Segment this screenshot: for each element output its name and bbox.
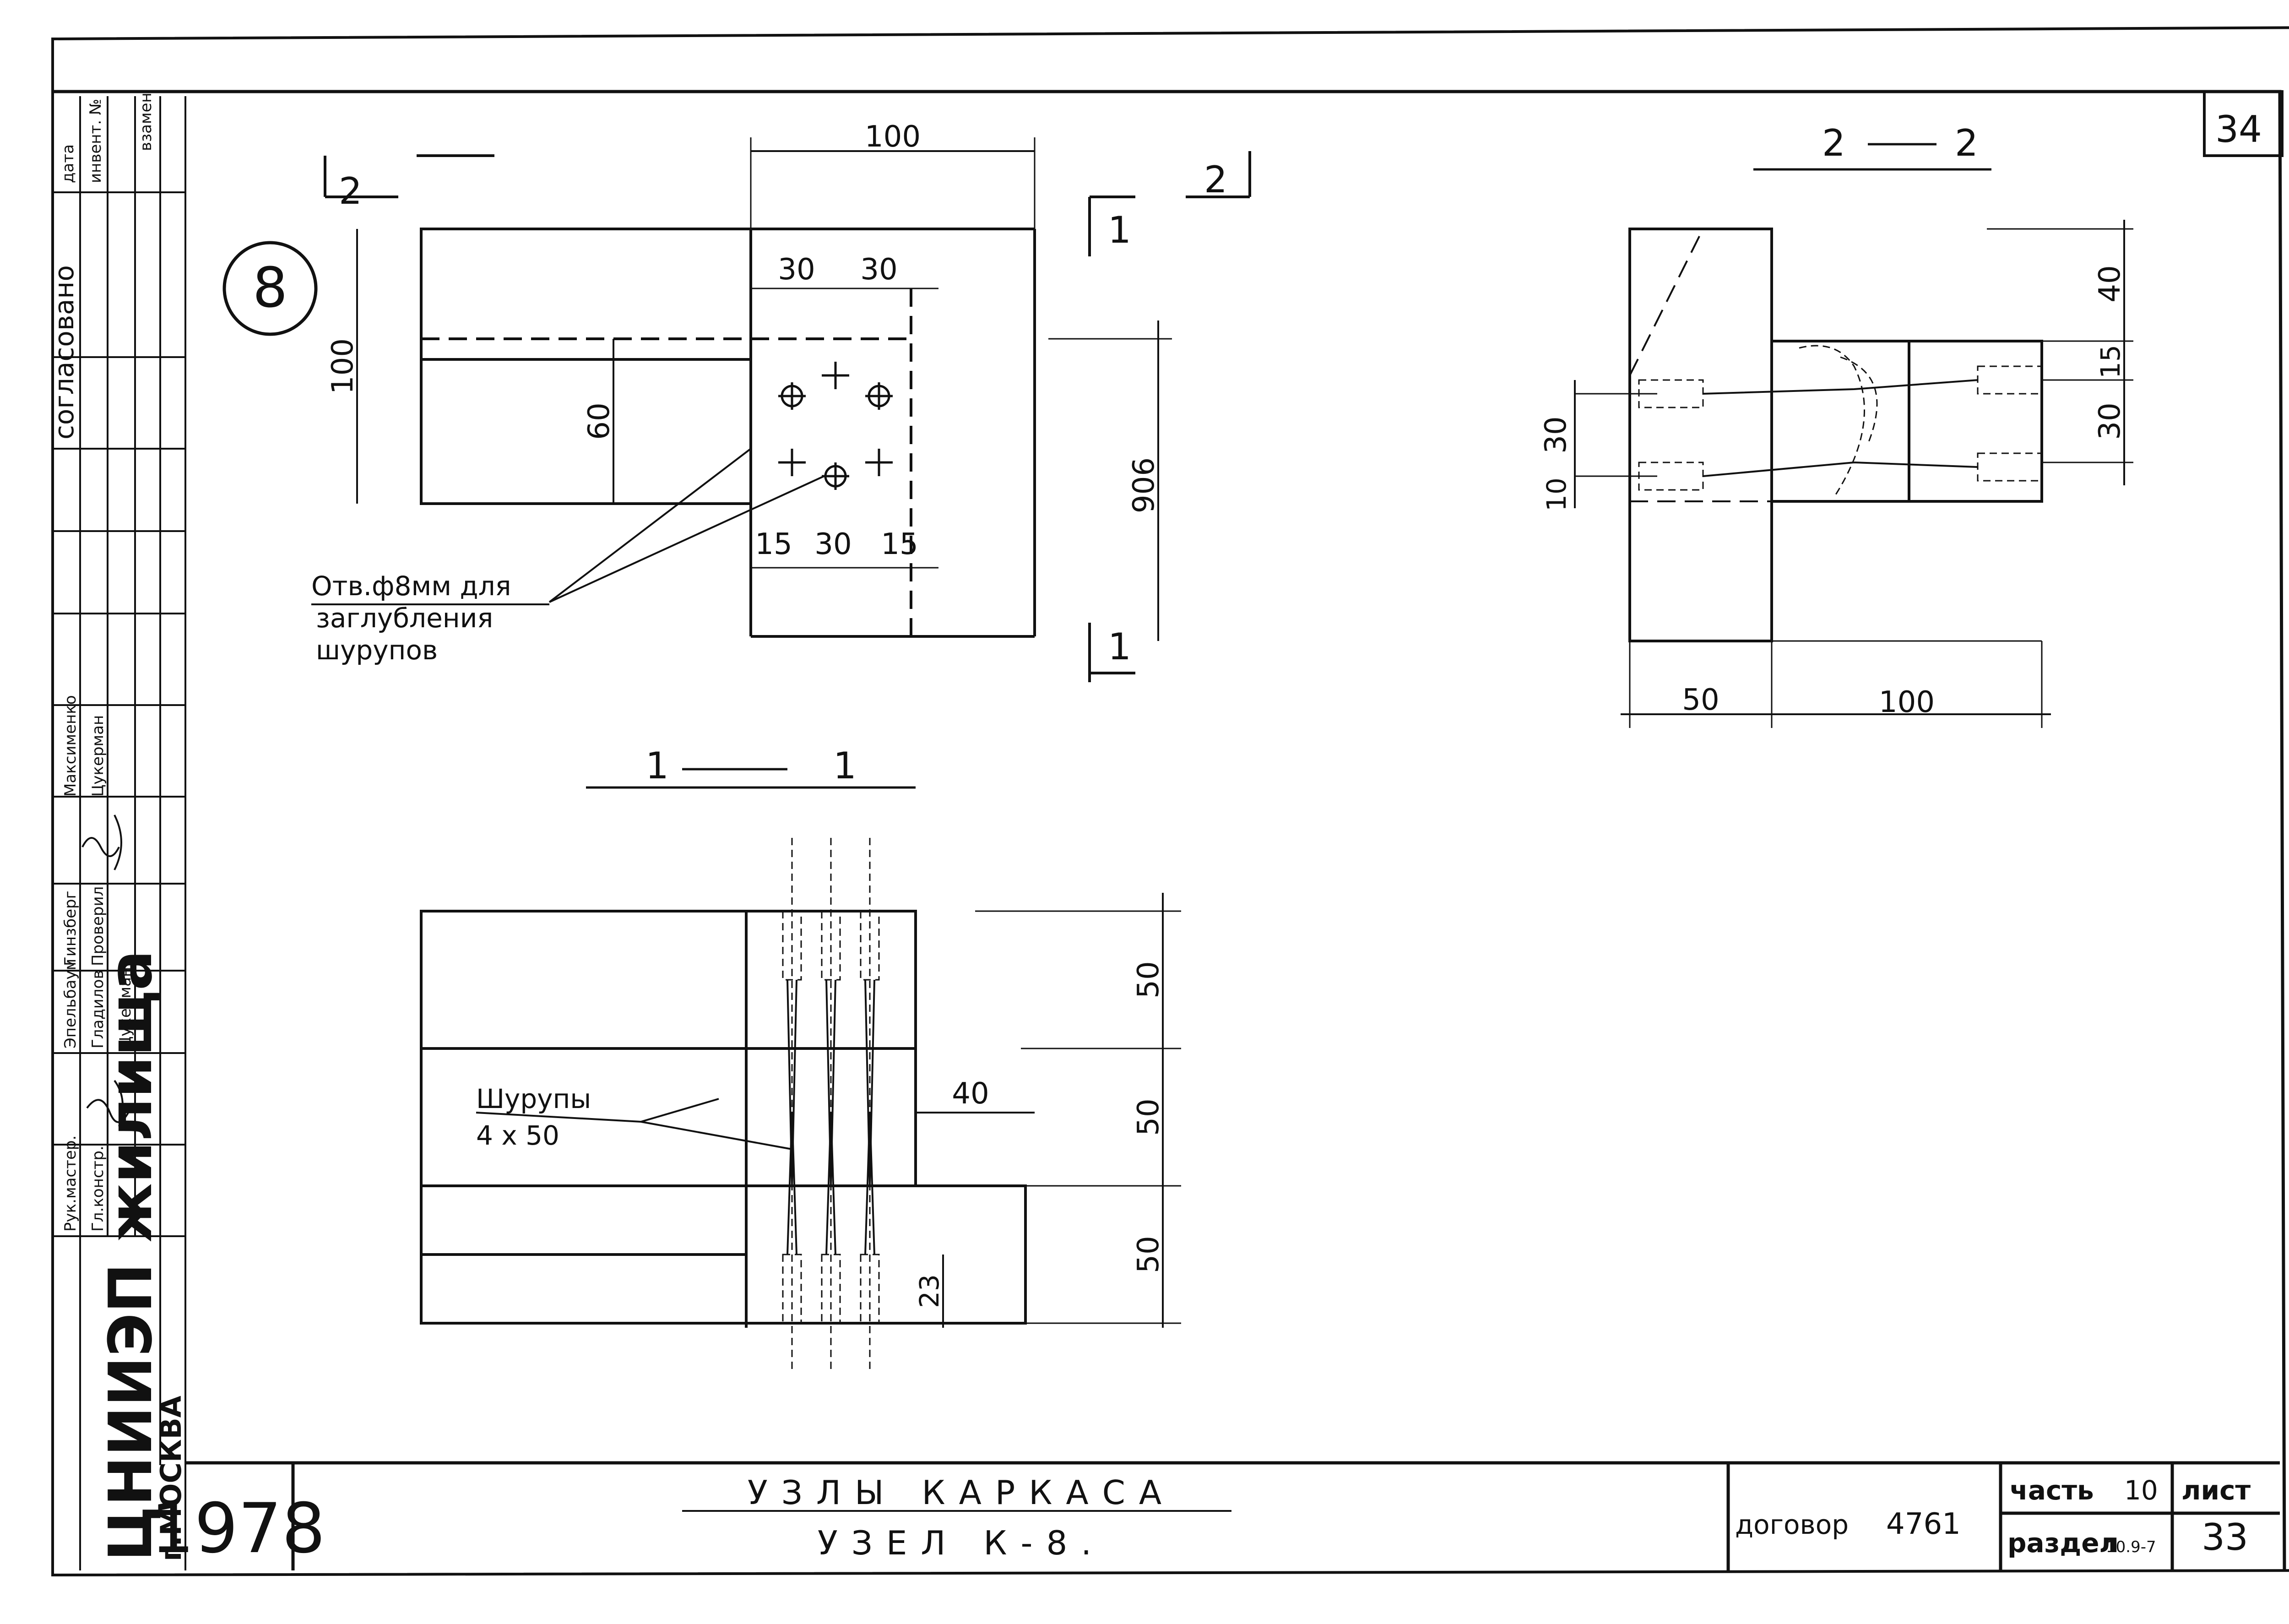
year: 1978 bbox=[151, 1489, 325, 1569]
page-number: 34 bbox=[2215, 108, 2262, 151]
node-mark: 8 bbox=[253, 256, 287, 320]
section-number: 10.9-7 bbox=[2106, 1538, 2156, 1556]
stamp-signer-6: Цукерман bbox=[116, 967, 135, 1048]
stamp-date: дата bbox=[59, 144, 77, 183]
stamp-signer-8: Гл.констр. bbox=[89, 1146, 107, 1232]
section-2-dim-50: 50 bbox=[1682, 683, 1719, 717]
section-2-screw-bodies bbox=[1703, 379, 1978, 477]
plan-note-line2: заглубления bbox=[316, 603, 493, 634]
section-1-label-left: 1 bbox=[645, 744, 669, 787]
section-label: раздел bbox=[2007, 1527, 2119, 1559]
contract-label: договор bbox=[1735, 1509, 1849, 1540]
section-1-1 bbox=[420, 786, 1181, 1328]
section-2-dim-30-right: 30 bbox=[2093, 402, 2127, 440]
plan-section-mark-bottom: 1 bbox=[1108, 625, 1131, 668]
plan-note-line3: шурупов bbox=[316, 635, 438, 666]
stamp-replace: взамен bbox=[137, 92, 155, 151]
plan-dim-left: 100 bbox=[326, 338, 360, 394]
title-block-lines bbox=[185, 1461, 2280, 1570]
sheet-number: 33 bbox=[2202, 1516, 2248, 1559]
plan-dim-top: 100 bbox=[865, 120, 921, 154]
plan-dim-30a: 30 bbox=[778, 253, 815, 287]
section-2-label-left: 2 bbox=[1822, 122, 1845, 164]
section-2-label-right: 2 bbox=[1955, 122, 1978, 164]
org-name: ЦНИИЭП жилища bbox=[96, 950, 165, 1561]
plan-note-line1: Отв.ф8мм для bbox=[311, 570, 511, 602]
section-2-2 bbox=[1574, 168, 2133, 728]
signatures bbox=[81, 815, 134, 1127]
stamp-signer-0: Максименко bbox=[61, 695, 80, 797]
plan-dim-15a: 15 bbox=[755, 527, 792, 561]
section-1-dim-23: 23 bbox=[914, 1274, 945, 1308]
plan-dim-right: 906 bbox=[1127, 457, 1161, 513]
plan-section-mark-left: 2 bbox=[339, 170, 362, 212]
section-1-dim-50c: 50 bbox=[1132, 1236, 1166, 1273]
plan-dim-30c: 30 bbox=[814, 527, 852, 561]
plan-section-mark-top: 1 bbox=[1108, 209, 1131, 251]
title-line1: УЗЛЫ КАРКАСА bbox=[748, 1473, 1175, 1512]
part-label: часть bbox=[2010, 1475, 2094, 1506]
title-line2: УЗЕЛ К-8. bbox=[818, 1524, 1105, 1562]
sheet-label: лист bbox=[2181, 1475, 2251, 1506]
stamp-signer-5: Гладилов bbox=[89, 970, 107, 1048]
plan-section-mark-right: 2 bbox=[1204, 158, 1227, 201]
section-1-dim-50a: 50 bbox=[1132, 961, 1166, 998]
page-number-box bbox=[2203, 90, 2284, 157]
stamp-signer-2: Гинзберг bbox=[61, 891, 80, 966]
section-1-screw-bodies bbox=[787, 979, 875, 1255]
section-1-label-right: 1 bbox=[833, 744, 857, 787]
plan-dim-15b: 15 bbox=[881, 527, 918, 561]
section-1-dim-40: 40 bbox=[952, 1077, 989, 1111]
inner-frame bbox=[53, 90, 2286, 1571]
outer-frame bbox=[51, 26, 2289, 1577]
section-1-screws-line1: Шурупы bbox=[476, 1083, 591, 1114]
section-2-dim-40: 40 bbox=[2093, 265, 2127, 302]
plan-dim-30b: 30 bbox=[860, 253, 897, 287]
stamp-signer-1: Цукерман bbox=[89, 715, 107, 797]
org-city: г.МОСКВА bbox=[154, 1396, 188, 1561]
section-2-dim-10: 10 bbox=[1541, 478, 1572, 511]
section-2-screws bbox=[1638, 345, 2043, 495]
node-mark-circle bbox=[222, 241, 318, 336]
section-1-screws-line2: 4 x 50 bbox=[476, 1120, 559, 1151]
stamp-inventory: инвент. № bbox=[87, 99, 105, 183]
part-number: 10 bbox=[2124, 1475, 2158, 1506]
section-1-dim-50b: 50 bbox=[1132, 1098, 1166, 1135]
section-2-dim-100: 100 bbox=[1879, 685, 1935, 719]
left-stamp bbox=[52, 96, 186, 1570]
stamp-agreed: согласовано bbox=[49, 265, 80, 440]
stamp-signer-3: Проверил bbox=[89, 886, 107, 966]
plan-holes bbox=[778, 362, 893, 490]
plan-dim-inner: 60 bbox=[582, 402, 616, 440]
section-2-dim-30-left: 30 bbox=[1539, 416, 1573, 453]
section-1-screws bbox=[782, 838, 880, 1369]
plan-view bbox=[311, 137, 1251, 682]
section-2-dim-15: 15 bbox=[2095, 345, 2126, 379]
contract-number: 4761 bbox=[1886, 1507, 1961, 1541]
stamp-signer-4: Эпельбаум bbox=[61, 959, 80, 1048]
stamp-signer-7: Рук.мастер. bbox=[61, 1135, 80, 1232]
